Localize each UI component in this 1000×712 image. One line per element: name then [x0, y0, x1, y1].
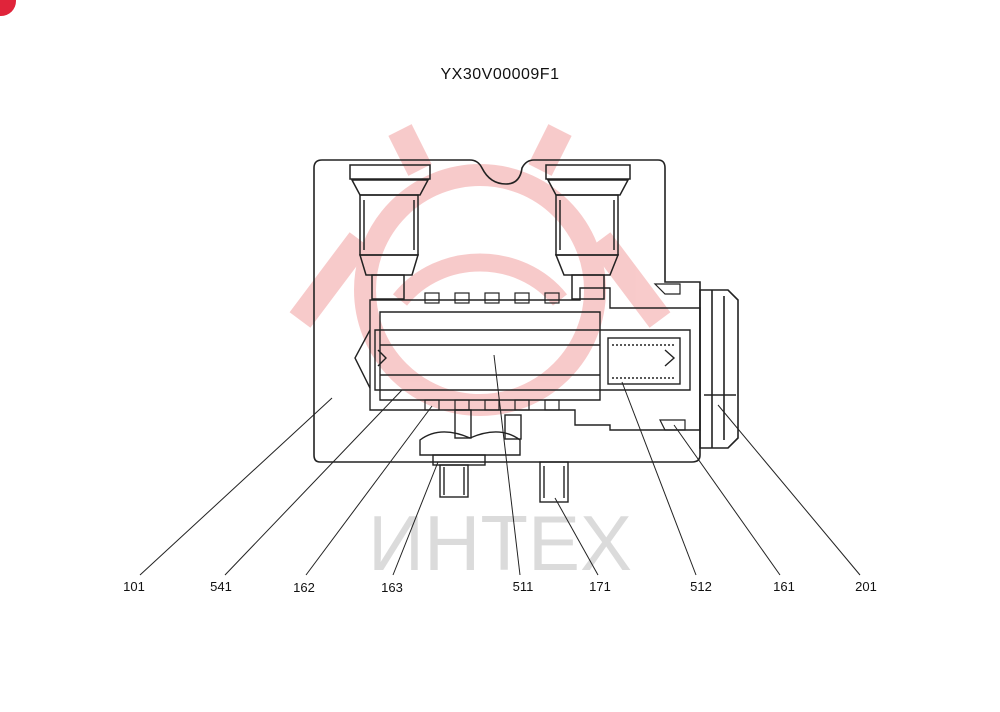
end-plug [699, 289, 739, 449]
fitting-171-body [539, 461, 569, 503]
callout-541: 541 [210, 579, 232, 594]
grooves [424, 283, 686, 431]
top-port-left [349, 164, 431, 300]
callout-201: 201 [855, 579, 877, 594]
spool-assembly [354, 287, 701, 431]
leader-162 [305, 405, 433, 576]
bottom-cover [419, 431, 521, 456]
leader-lines [139, 354, 861, 576]
callout-101: 101 [123, 579, 145, 594]
leader-171 [554, 497, 599, 576]
spring-chamber [607, 337, 681, 385]
leader-512 [621, 381, 697, 576]
valve-body [313, 159, 739, 463]
leader-101 [139, 397, 333, 576]
watermark-gear-ring [354, 164, 606, 416]
leader-163 [392, 461, 439, 576]
leader-201 [717, 404, 861, 576]
bore-outline [369, 287, 701, 431]
fitting-163-body [439, 464, 469, 498]
watermark-gear-teeth [289, 124, 671, 328]
sleeve [379, 311, 691, 401]
leader-511 [493, 354, 521, 576]
watermark-text: ИНТЕХ [368, 499, 632, 587]
drawing-title: YX30V00009F1 [440, 66, 560, 83]
spool [374, 329, 601, 391]
watermark-inner-arc [392, 253, 568, 306]
callout-171: 171 [589, 579, 611, 594]
leader-161 [673, 424, 781, 576]
left-tip [354, 329, 371, 389]
callout-511: 511 [512, 579, 534, 594]
watermark-logo [289, 124, 671, 416]
callout-163: 163 [381, 580, 403, 595]
fitting-163-flange [432, 454, 486, 466]
callout-162: 162 [293, 580, 315, 595]
bottom-fittings [419, 409, 569, 503]
orifice-right [504, 414, 522, 440]
callout-161: 161 [773, 579, 795, 594]
top-port-right [545, 164, 631, 300]
leader-541 [224, 389, 403, 576]
body-outline [313, 159, 701, 463]
callout-512: 512 [690, 579, 712, 594]
orifice-left [454, 409, 472, 439]
